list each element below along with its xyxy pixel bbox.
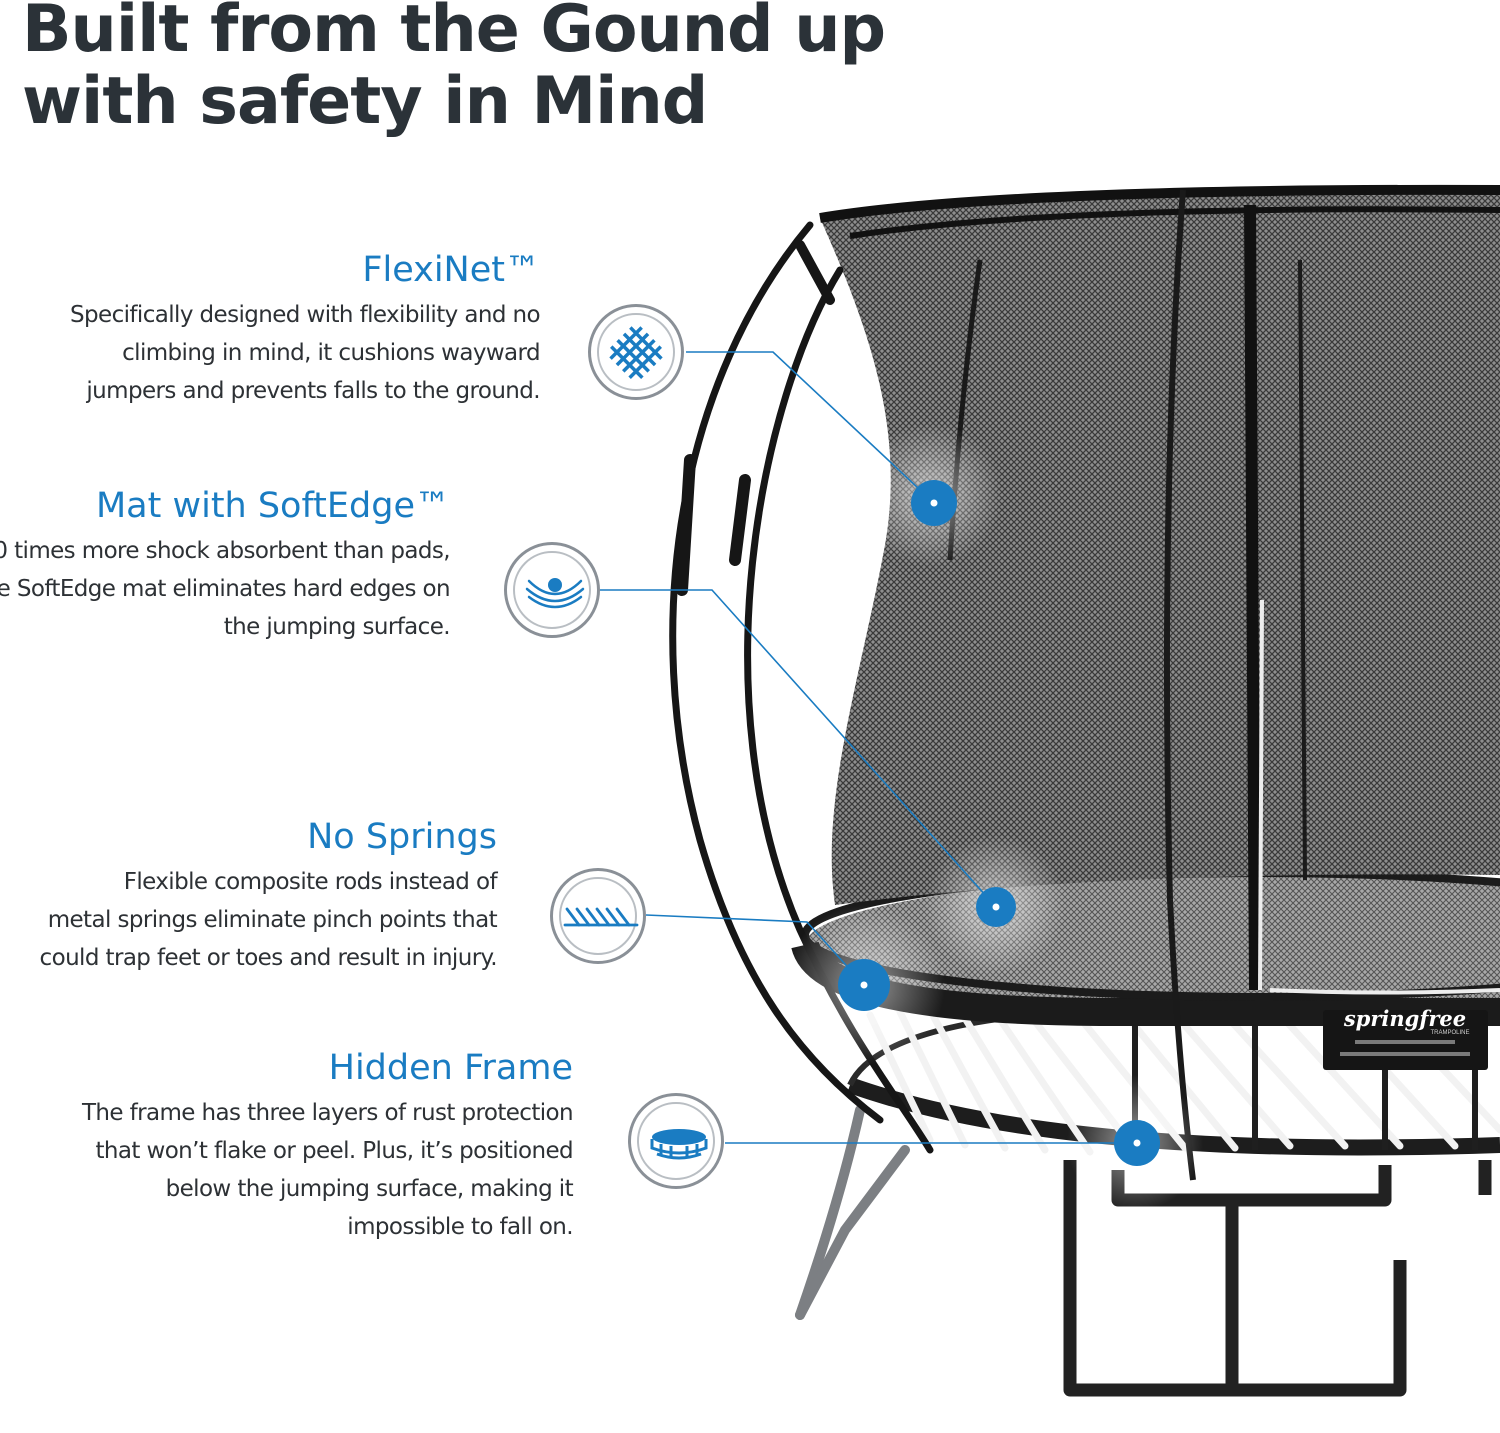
headline-line-2: with safety in Mind	[22, 64, 708, 139]
frame-legs	[795, 1105, 910, 1320]
feature-no-springs: No Springs Flexible composite rods inste…	[39, 815, 498, 977]
feature-title: No Springs	[307, 817, 497, 857]
feature-title: Mat with SoftEdge™	[95, 486, 450, 526]
feature-flexinet: FlexiNet™ Specifically designed with fle…	[70, 248, 541, 410]
rods-icon	[550, 868, 646, 964]
frame-icon	[628, 1093, 724, 1189]
brand-logo: springfree	[1343, 1006, 1466, 1031]
feature-softedge-mat: Mat with SoftEdge™ 30 times more shock a…	[0, 484, 451, 646]
brand-subtext: TRAMPOLINE	[1430, 1030, 1469, 1036]
feature-title: FlexiNet™	[362, 250, 540, 290]
feature-description: The frame has three layers of rust prote…	[81, 1100, 574, 1240]
page-headline: Built from the Gound up with safety in M…	[22, 0, 886, 139]
headline-line-1: Built from the Gound up	[22, 0, 886, 67]
feature-description: Specifically designed with flexibility a…	[70, 302, 541, 404]
flexinet-enclosure	[820, 190, 1500, 905]
brand-sign	[1323, 1010, 1488, 1070]
net-icon	[588, 304, 684, 400]
feature-description: 30 times more shock absorbent than pads,…	[0, 538, 451, 640]
mat-icon	[504, 542, 600, 638]
feature-hidden-frame: Hidden Frame The frame has three layers …	[81, 1046, 574, 1246]
callout-dots	[838, 480, 1160, 1166]
feature-description: Flexible composite rods instead of metal…	[39, 869, 498, 971]
enclosure-poles	[669, 221, 934, 1154]
leader-lines	[600, 351, 1137, 1144]
feature-title: Hidden Frame	[328, 1048, 573, 1088]
